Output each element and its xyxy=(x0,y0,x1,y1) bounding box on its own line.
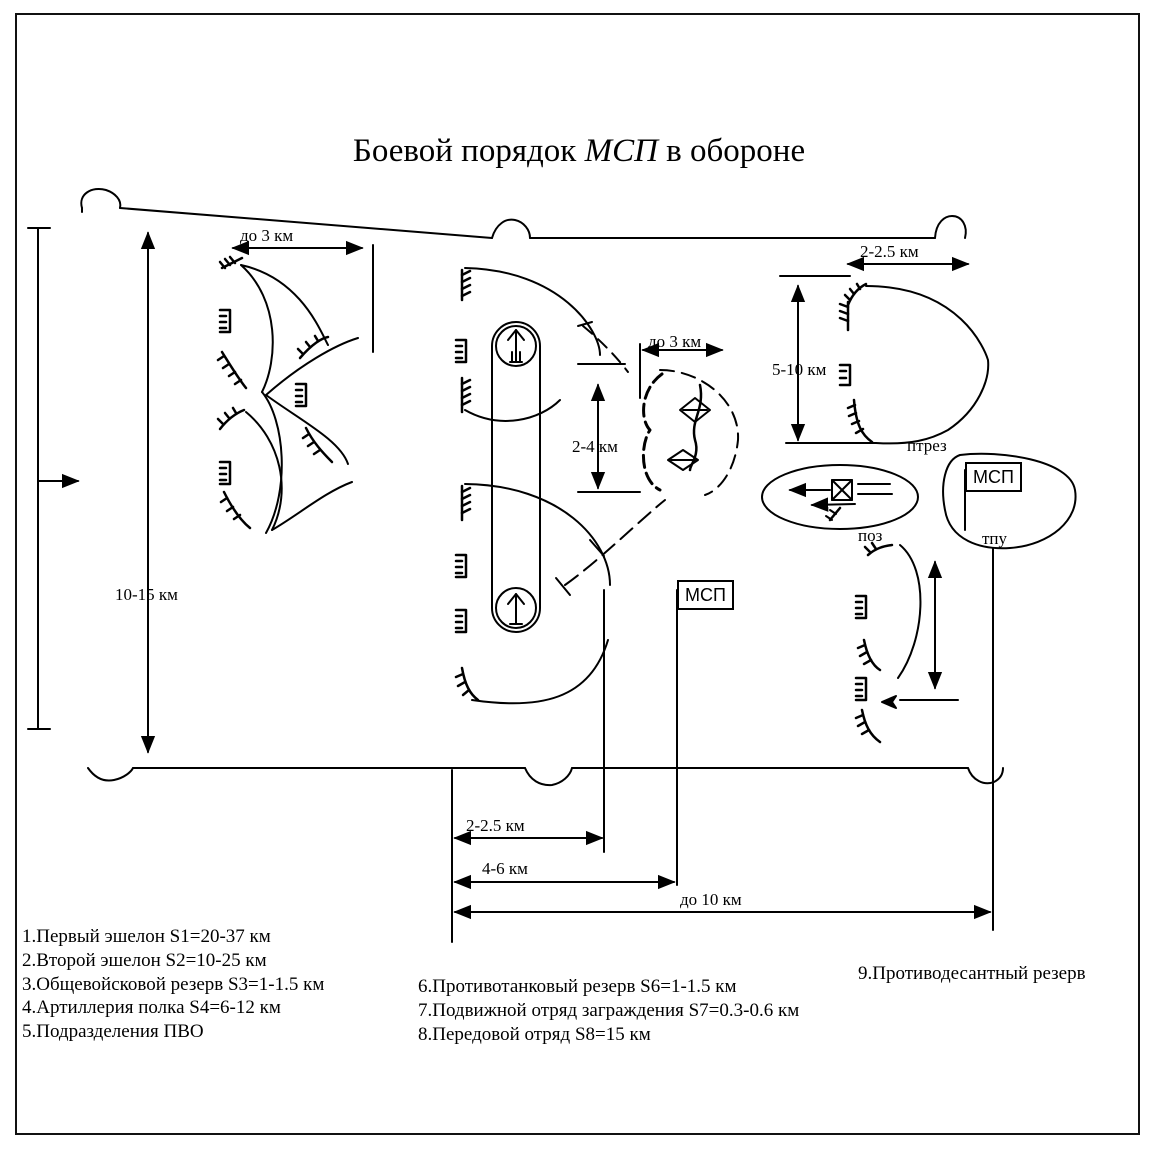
title-prefix: Боевой порядок xyxy=(352,133,577,169)
legend-item-7: 7.Подвижной отряд заграждения S7=0.3-0.6… xyxy=(418,999,800,1021)
legend-item-8: 8.Передовой отряд S8=15 км xyxy=(418,1023,651,1045)
reserve-block xyxy=(779,256,990,445)
legend-column-3: 9.Противодесантный резерв xyxy=(858,962,1086,986)
page-title: Боевой порядок МСП в обороне xyxy=(0,133,1158,170)
label-dist-2-2-5: 2-2.5 км xyxy=(466,816,525,835)
second-echelon xyxy=(454,267,611,705)
title-unit: МСП xyxy=(584,133,658,169)
page-frame xyxy=(15,13,1140,1135)
label-reserve-width: 5-10 км xyxy=(772,360,827,379)
label-position: поз xyxy=(858,526,883,545)
legend-item-6: 6.Противотанковый резерв S6=1-1.5 км xyxy=(418,976,737,997)
label-rear-cp: тпу xyxy=(982,529,1008,548)
regiment-cp-flag-text: МСП xyxy=(685,585,726,605)
first-echelon-depth-measure xyxy=(231,240,374,353)
defense-area-boundary xyxy=(80,188,1004,787)
legend-item-2: 2.Второй эшелон S2=10-25 км xyxy=(22,949,267,971)
regimental-artillery xyxy=(491,321,541,633)
label-first-echelon-depth: до 3 км xyxy=(240,226,294,245)
mobile-obstacle-detachment xyxy=(761,464,919,530)
legend-column-2: 6.Противотанковый резерв S6=1-1.5 км 7.П… xyxy=(418,975,799,1046)
legend-item-4: 4.Артиллерия полка S4=6-12 км xyxy=(22,997,281,1019)
regiment-cp-flag-label: МСП xyxy=(677,580,734,610)
position-area xyxy=(854,541,959,744)
first-echelon xyxy=(216,255,359,534)
antitank-reserve-area xyxy=(555,321,740,596)
title-suffix: в обороне xyxy=(666,133,806,169)
label-dist-10: до 10 км xyxy=(680,890,742,909)
label-reserve-depth: 2-2.5 км xyxy=(860,242,919,261)
distance-measures xyxy=(453,589,992,920)
label-antitank-reserve: птрез xyxy=(907,436,947,455)
label-dist-4-6: 4-6 км xyxy=(482,859,528,878)
rear-regiment-flag-text: МСП xyxy=(973,467,1014,487)
rear-cp-area xyxy=(942,452,1077,931)
label-antitank-depth: 2-4 км xyxy=(572,437,618,456)
legend-item-9: 9.Противодесантный резерв xyxy=(858,963,1086,984)
label-front-width: 10-15 км xyxy=(115,585,178,604)
legend-item-5: 5.Подразделения ПВО xyxy=(22,1021,204,1042)
label-second-echelon-depth: до 3 км xyxy=(648,332,702,351)
legend-column-1: 1.Первый эшелон S1=20-37 км 2.Второй эше… xyxy=(22,925,324,1044)
legend-item-3: 3.Общевойсковой резерв S3=1-1.5 км xyxy=(22,973,325,995)
front-width-measure xyxy=(27,227,156,754)
rear-regiment-flag-label: МСП xyxy=(965,462,1022,492)
legend-item-1: 1.Первый эшелон S1=20-37 км xyxy=(22,926,271,947)
